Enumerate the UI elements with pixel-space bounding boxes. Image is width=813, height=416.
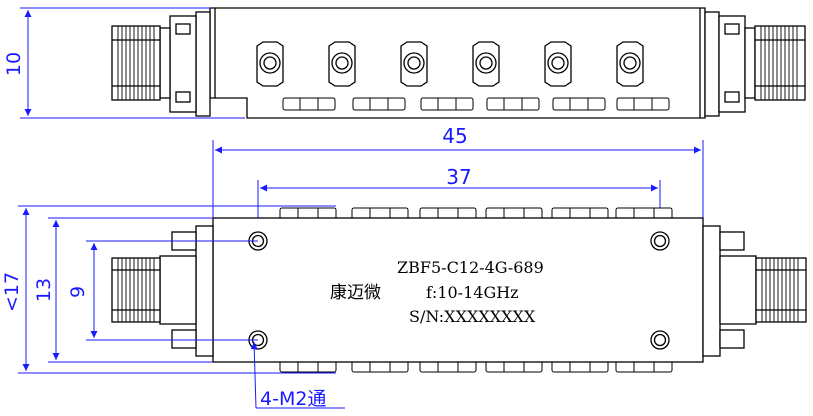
- dim-label-hole-spacing: 37: [446, 165, 471, 189]
- sma-connector-icon: [702, 225, 807, 357]
- side-view: [111, 7, 806, 119]
- dim-label-mounting-holes: 4-M2通: [260, 388, 326, 410]
- hex-nut-screw-icon: [328, 41, 356, 87]
- circle-hole-icon: [650, 231, 670, 251]
- dimension-overall-length: [212, 140, 704, 218]
- nut-row-top: [279, 207, 673, 221]
- label-model: ZBF5-C12-4G-689: [397, 258, 544, 277]
- mounting-hole-leader: [250, 341, 345, 409]
- dimension-side-height: [20, 7, 245, 119]
- hex-nut-screw-icon: [472, 41, 500, 87]
- circle-hole-icon: [650, 330, 670, 350]
- hex-nut-screw-icon: [256, 41, 284, 87]
- hex-nut-screw-icon: [616, 41, 644, 87]
- sma-connector-icon: [111, 225, 214, 357]
- sma-connector-icon: [704, 11, 806, 117]
- label-serial: S/N:XXXXXXXX: [409, 307, 536, 326]
- label-frequency: f:10-14GHz: [426, 283, 519, 302]
- dim-label-hole-vertical: 9: [67, 286, 89, 298]
- top-body: [212, 217, 704, 363]
- sma-connector-icon: [111, 11, 211, 117]
- nut-row-side: [282, 97, 670, 111]
- top-view: [111, 207, 807, 373]
- label-maker: 康迈微: [330, 283, 381, 303]
- dimension-hole-vertical: [86, 240, 258, 341]
- dimension-overall-width: [18, 205, 336, 374]
- dim-label-side-height: 10: [3, 52, 25, 76]
- hex-nut-screw-icon: [400, 41, 428, 87]
- hex-nut-screw-icon: [544, 41, 572, 87]
- dim-label-overall-width: <17: [1, 272, 23, 312]
- dimension-body-width: [48, 217, 213, 363]
- dim-label-overall-length: 45: [442, 124, 467, 148]
- dim-label-body-width: 13: [33, 278, 55, 302]
